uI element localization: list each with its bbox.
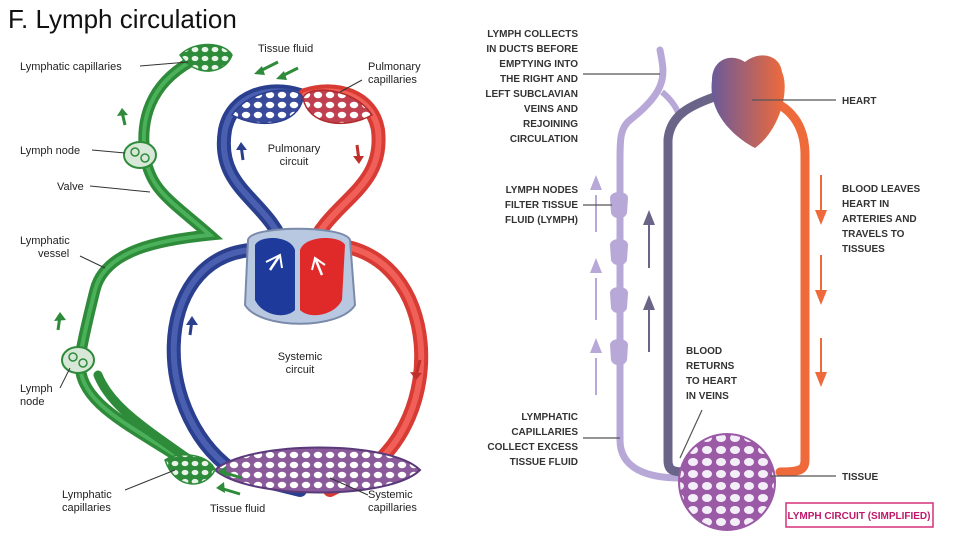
page-title: F. Lymph circulation [8,4,237,34]
label-veins-2: RETURNS [686,361,735,372]
label-lymphatic-capillaries-top: Lymphatic capillaries [20,61,122,73]
label-capillaries-3: COLLECT EXCESS [487,442,578,453]
label-nodes-3: FLUID (LYMPH) [505,215,578,226]
label-lymph-node-lower-2: node [20,396,44,408]
lymphatic-capillaries-top [179,43,233,72]
vein-flow-arrows [643,210,655,352]
systemic-vein-inner [170,247,303,493]
label-arteries-2: HEART IN [842,199,889,210]
heart [711,55,785,148]
lymph-node-4 [610,339,628,366]
label-pulmonary-capillaries-2: capillaries [368,74,417,86]
label-veins-4: IN VEINS [686,391,729,402]
pulmonary-capillary-bed-right [302,89,374,125]
label-heart: HEART [842,96,876,107]
label-arteries-5: TISSUES [842,244,885,255]
label-lymphatic-vessel-1: Lymphatic [20,235,70,247]
label-tissue-fluid-top: Tissue fluid [258,43,313,55]
lymph-node-3 [610,287,628,314]
label-pulmonary-circuit-2: circuit [280,156,309,168]
label-ducts-4: THE RIGHT AND [500,74,578,85]
lymph-flow-arrows [590,175,602,395]
artery-flow-arrows [815,175,827,387]
systemic-capillary-bed [213,446,422,494]
label-lymphatic-capillaries-bottom-2: capillaries [62,502,111,514]
label-ducts-3: EMPTYING INTO [499,59,578,70]
label-ducts-8: CIRCULATION [510,134,578,145]
label-lymph-node-upper: Lymph node [20,145,80,157]
label-arteries-3: ARTERIES AND [842,214,917,225]
label-valve: Valve [57,181,84,193]
label-lymphatic-capillaries-bottom-1: Lymphatic [62,489,112,501]
lymph-node-2 [610,239,628,266]
lymph-node-1 [610,192,628,219]
left-circulation-diagram: Lymphatic capillaries Tissue fluid Pulmo… [20,43,429,515]
label-tissue-fluid-bottom: Tissue fluid [210,503,265,515]
vein [663,90,725,477]
label-lymph-node-lower-1: Lymph [20,383,53,395]
label-systemic-capillaries-2: capillaries [368,502,417,514]
label-ducts-6: VEINS AND [524,104,578,115]
label-capillaries-1: LYMPHATIC [521,412,578,423]
label-tissue: TISSUE [842,472,878,483]
label-pulmonary-capillaries-1: Pulmonary [368,61,421,73]
label-systemic-circuit-1: Systemic [278,351,323,363]
label-pulmonary-circuit-1: Pulmonary [268,143,321,155]
label-arteries-4: TRAVELS TO [842,229,905,240]
heart [243,227,357,325]
lymph-vessel [616,46,684,482]
lymphatic-capillaries-bottom [164,454,216,485]
label-capillaries-2: CAPILLARIES [511,427,578,438]
lymph-node-upper [123,141,157,169]
label-ducts-7: REJOINING [523,119,578,130]
label-ducts-1: LYMPH COLLECTS [487,29,578,40]
label-nodes-1: LYMPH NODES [506,185,579,196]
label-veins-3: TO HEART [686,376,737,387]
label-systemic-circuit-2: circuit [286,364,315,376]
artery [765,95,810,477]
label-lymphatic-vessel-2: vessel [38,248,69,260]
label-systemic-capillaries-1: Systemic [368,489,413,501]
caption-text: LYMPH CIRCUIT (SIMPLIFIED) [788,511,931,522]
label-arteries-1: BLOOD LEAVES [842,184,920,195]
tissue [678,433,776,531]
label-ducts-2: IN DUCTS BEFORE [486,44,578,55]
label-ducts-5: LEFT SUBCLAVIAN [485,89,578,100]
right-lymph-circuit-diagram: LYMPH COLLECTS IN DUCTS BEFORE EMPTYING … [485,29,934,531]
label-capillaries-4: TISSUE FLUID [510,457,578,468]
label-veins-1: BLOOD [686,346,722,357]
label-nodes-2: FILTER TISSUE [505,200,578,211]
caption-box [785,502,934,528]
lymphatic-vessel-inner [93,370,195,465]
lymph-node-lower [61,346,95,374]
